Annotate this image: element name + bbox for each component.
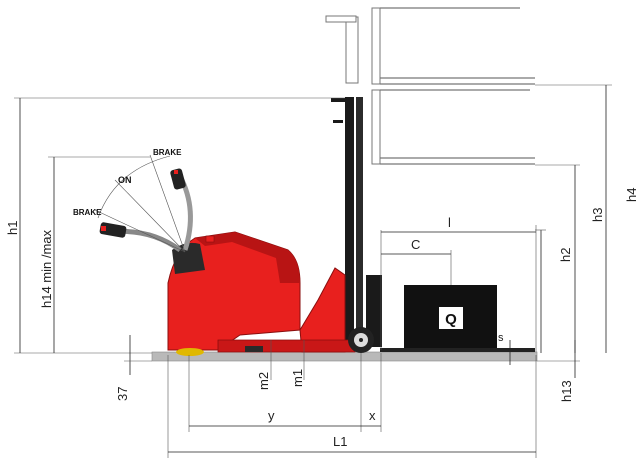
raised-forks-middle <box>371 89 535 165</box>
dim-label-h1: h1 <box>5 221 20 235</box>
dim-label-h2: h2 <box>558 248 573 262</box>
dim-label-m1: m1 <box>290 369 305 387</box>
dim-label-x: x <box>369 408 376 423</box>
dim-label-y: y <box>268 408 275 423</box>
tiller-label-brake-top: BRAKE <box>153 148 182 157</box>
mast <box>331 97 382 347</box>
tiller-handle <box>99 168 193 253</box>
dim-label-l: l <box>448 215 451 230</box>
floor-plate <box>151 351 538 362</box>
dim-label-c: C <box>411 237 420 252</box>
dim-label-h14: h14 min /max <box>39 229 54 308</box>
truck-body <box>167 231 356 353</box>
dim-label-l1: L1 <box>333 434 347 449</box>
dim-label-h4: h4 <box>624 188 639 202</box>
raised-forks-top <box>325 7 535 85</box>
dim-label-m2: m2 <box>256 372 271 390</box>
tiller-arc <box>94 154 186 253</box>
tiller-label-brake-bottom: BRAKE <box>73 208 102 217</box>
dim-label-s: s <box>498 332 504 344</box>
wheels <box>176 327 374 356</box>
load-block <box>404 285 497 349</box>
load-label-q: Q <box>445 311 457 328</box>
tiller-label-on: ON <box>118 175 132 185</box>
dim-label-h13: h13 <box>559 380 574 402</box>
dim-label-h3: h3 <box>590 208 605 222</box>
dim-label-37: 37 <box>115 387 130 401</box>
